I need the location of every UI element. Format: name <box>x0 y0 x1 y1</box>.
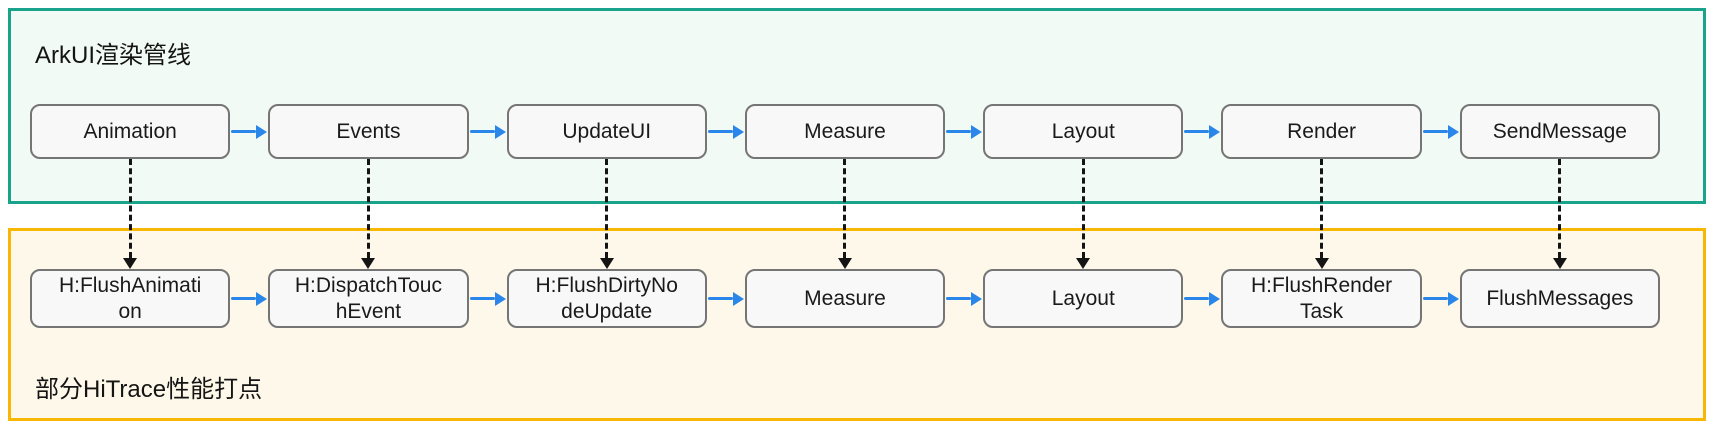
flow-arrow-right-icon <box>1183 269 1221 328</box>
arrow-shaft <box>231 130 257 133</box>
flow-arrow-right-icon <box>230 269 268 328</box>
node-measure-top: Measure <box>744 104 946 159</box>
arrow-head <box>494 291 506 306</box>
flow-arrow-right-icon <box>707 269 745 328</box>
arrow-shaft <box>946 297 972 300</box>
flow-arrow-right-icon <box>230 104 268 159</box>
arrow-shaft <box>843 159 847 258</box>
arrow-shaft <box>128 159 132 258</box>
arrow-shaft <box>605 159 609 258</box>
trace-arrow-down-icon <box>268 159 468 269</box>
flow-arrow-right-icon <box>945 104 983 159</box>
arrow-head <box>599 258 614 269</box>
arrow-shaft <box>707 130 733 133</box>
trace-arrow-down-icon <box>30 159 230 269</box>
arrow-head <box>1209 124 1221 139</box>
arrow-shaft <box>469 297 495 300</box>
arrow-head <box>837 258 852 269</box>
arrow-shaft <box>1184 297 1210 300</box>
arrow-head <box>732 124 744 139</box>
node-sendmessage: SendMessage <box>1459 104 1660 159</box>
arrow-head <box>971 124 983 139</box>
arrow-head <box>1552 258 1567 269</box>
node-events: Events <box>268 104 469 159</box>
arrow-head <box>1447 291 1459 306</box>
node-render: Render <box>1221 104 1422 159</box>
arrow-shaft <box>1320 159 1324 258</box>
node-flushmessages: FlushMessages <box>1459 269 1660 328</box>
flow-arrow-right-icon <box>707 104 745 159</box>
node-measure-bottom: Measure <box>744 269 946 328</box>
arrow-shaft <box>1081 159 1085 258</box>
flow-arrow-right-icon <box>945 269 983 328</box>
arrow-head <box>494 124 506 139</box>
trace-arrow-down-icon <box>1460 159 1660 269</box>
arrow-shaft <box>1558 159 1562 258</box>
flow-arrow-right-icon <box>469 269 507 328</box>
arrow-head <box>256 124 268 139</box>
node-flushrendertask: H:FlushRenderTask <box>1221 269 1422 328</box>
flow-arrow-right-icon <box>469 104 507 159</box>
trace-arrow-down-icon <box>1221 159 1421 269</box>
trace-arrow-down-icon <box>507 159 707 269</box>
node-flushdirtynodeupdate: H:FlushDirtyNodeUpdate <box>506 269 707 328</box>
arrow-shaft <box>946 130 972 133</box>
arrow-head <box>1209 291 1221 306</box>
pipeline-overlay: Animation Events UpdateUI Measure Layout… <box>30 104 1660 328</box>
arrow-head <box>361 258 376 269</box>
arrow-head <box>1447 124 1459 139</box>
flow-arrow-right-icon <box>1422 104 1460 159</box>
arkui-pipeline-band-title: ArkUI渲染管线 <box>35 42 191 69</box>
node-animation: Animation <box>30 104 231 159</box>
trace-arrow-down-icon <box>983 159 1183 269</box>
arrow-shaft <box>231 297 257 300</box>
arrow-head <box>256 291 268 306</box>
arrow-head <box>1076 258 1091 269</box>
arrow-head <box>732 291 744 306</box>
arrow-shaft <box>469 130 495 133</box>
trace-arrow-down-icon <box>745 159 945 269</box>
arrow-head <box>1314 258 1329 269</box>
node-dispatchtouchevent: H:DispatchTouchEvent <box>268 269 469 328</box>
arrow-shaft <box>707 297 733 300</box>
arrow-shaft <box>1184 130 1210 133</box>
flow-arrow-right-icon <box>1183 104 1221 159</box>
arrow-shaft <box>366 159 370 258</box>
node-flushanimation: H:FlushAnimation <box>30 269 231 328</box>
arrow-head <box>971 291 983 306</box>
node-layout-bottom: Layout <box>983 269 1184 328</box>
node-layout-top: Layout <box>983 104 1184 159</box>
arrow-shaft <box>1422 130 1448 133</box>
flow-arrow-right-icon <box>1422 269 1460 328</box>
arrow-head <box>123 258 138 269</box>
node-updateui: UpdateUI <box>506 104 707 159</box>
hitrace-band-title: 部分HiTrace性能打点 <box>35 376 263 403</box>
arrow-shaft <box>1422 297 1448 300</box>
